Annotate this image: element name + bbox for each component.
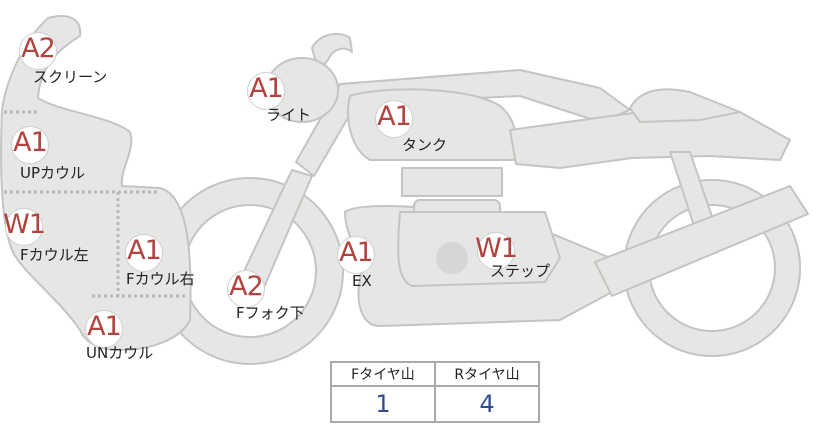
part-tank-label: タンク (402, 136, 448, 154)
part-f-fork-code: A2 (229, 271, 264, 302)
engine-top (401, 167, 503, 197)
part-up-cowl-code: A1 (13, 127, 48, 158)
rear-tire-header: Rタイヤ山 (436, 363, 538, 387)
tail-cowl (629, 88, 741, 123)
part-un-cowl-circle (85, 310, 123, 348)
tire-tread-table: Fタイヤ山 Rタイヤ山 1 4 (330, 361, 540, 423)
part-f-cowl-right-label: Fカウル右 (126, 270, 195, 288)
part-tank-circle (375, 100, 413, 138)
part-f-cowl-left-code: W1 (3, 209, 46, 240)
part-screen-label: スクリーン (33, 68, 108, 86)
part-screen-code: A2 (21, 33, 56, 64)
part-un-cowl-code: A1 (87, 311, 122, 342)
part-light-code: A1 (249, 73, 284, 104)
part-up-cowl-label: UPカウル (20, 164, 86, 182)
front-tire-header: Fタイヤ山 (332, 363, 436, 387)
part-f-fork-circle (227, 270, 265, 308)
engine-dot (436, 242, 468, 274)
part-f-cowl-right-code: A1 (127, 235, 162, 266)
part-up-cowl-circle (11, 126, 49, 164)
part-ex-circle (337, 236, 375, 274)
part-un-cowl-label: UNカウル (86, 344, 154, 362)
front-tire-value: 1 (332, 387, 436, 421)
part-ex-code: A1 (339, 237, 374, 268)
part-light-circle (247, 72, 285, 110)
part-screen-circle (19, 32, 57, 70)
part-step-code: W1 (475, 233, 518, 264)
part-tank-code: A1 (377, 101, 412, 132)
part-f-cowl-left-circle (5, 208, 43, 246)
part-light-label: ライト (266, 106, 312, 124)
part-f-fork-label: Fフォク下 (236, 304, 305, 322)
part-step-circle (477, 232, 515, 270)
swingarm (594, 185, 809, 297)
handlebar (311, 32, 353, 71)
part-f-cowl-left-label: Fカウル左 (20, 246, 89, 264)
part-ex-label: EX (352, 272, 372, 290)
part-step-label: ステップ (490, 262, 551, 280)
part-f-cowl-right-circle (125, 234, 163, 272)
rear-tire-value: 4 (479, 390, 495, 418)
